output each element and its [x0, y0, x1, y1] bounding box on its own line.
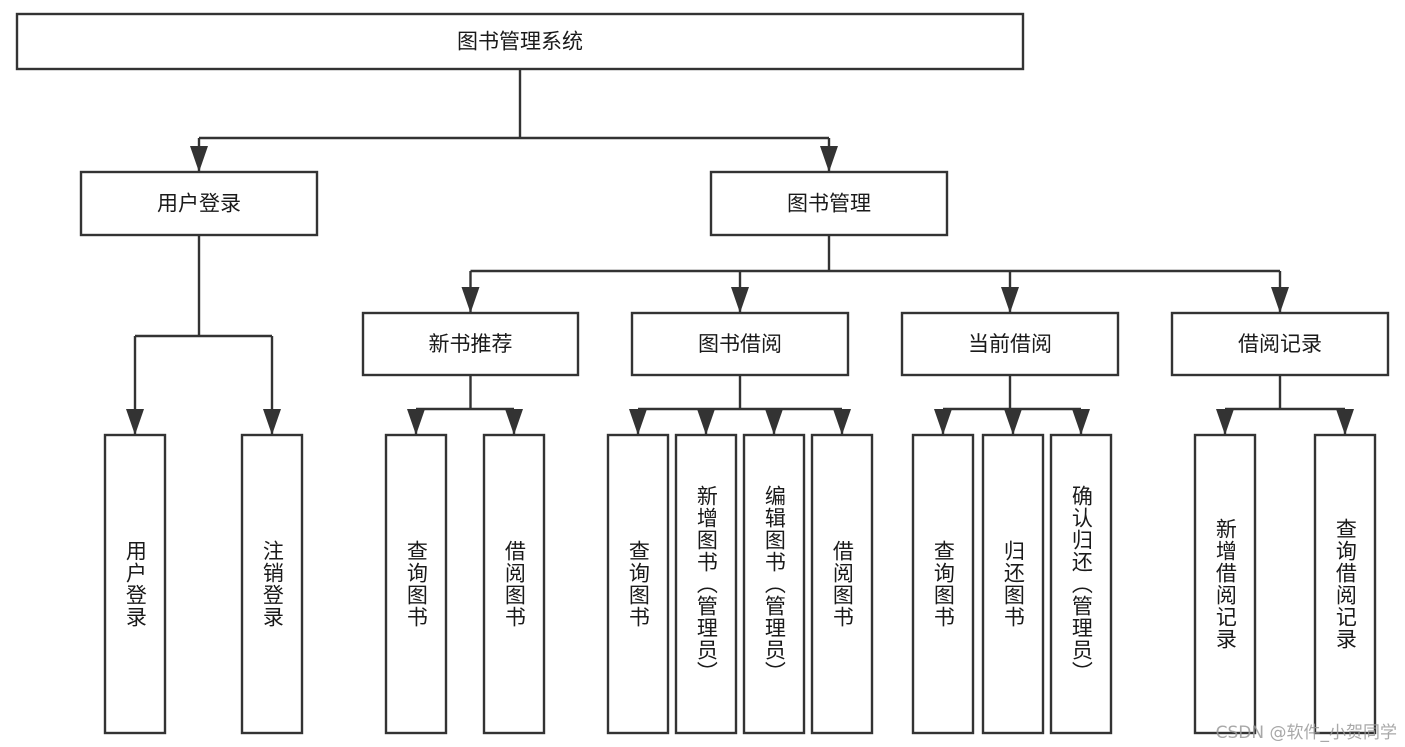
node-box-leaf-query-book-1[interactable] [384, 433, 448, 735]
node-box-book-manage[interactable] [709, 170, 949, 237]
boxes-layer [15, 12, 1390, 735]
node-box-root[interactable] [15, 12, 1025, 71]
connectors-layer [126, 69, 1354, 435]
node-box-current-borrow[interactable] [900, 311, 1120, 377]
arrow-head-icon [697, 409, 715, 435]
node-box-user-login[interactable] [79, 170, 319, 237]
arrow-head-icon [190, 146, 208, 172]
node-label-book-borrow: 图书借阅 [698, 332, 782, 356]
arrow-head-icon [1216, 409, 1234, 435]
arrow-head-icon [731, 287, 749, 313]
node-box-leaf-query-book-3[interactable] [911, 433, 975, 735]
node-label-root: 图书管理系统 [457, 30, 583, 54]
node-box-borrow-record[interactable] [1170, 311, 1390, 377]
node-label-user-login: 用户登录 [157, 192, 241, 216]
watermark-text: CSDN @软件_小贺同学 [1215, 723, 1397, 743]
node-box-leaf-query-record[interactable] [1313, 433, 1377, 735]
node-label-borrow-record: 借阅记录 [1238, 332, 1322, 356]
node-label-book-manage: 图书管理 [787, 192, 871, 216]
arrow-head-icon [1001, 287, 1019, 313]
arrow-head-icon [1271, 287, 1289, 313]
node-label-new-book-recommend: 新书推荐 [429, 332, 513, 356]
arrow-head-icon [629, 409, 647, 435]
node-box-leaf-query-book-2[interactable] [606, 433, 670, 735]
arrow-head-icon [934, 409, 952, 435]
node-box-leaf-add-record[interactable] [1193, 433, 1257, 735]
node-box-leaf-borrow-book-1[interactable] [482, 433, 546, 735]
node-box-leaf-user-logout[interactable] [240, 433, 304, 735]
node-box-leaf-confirm-return[interactable] [1049, 433, 1113, 735]
node-box-leaf-edit-book[interactable] [742, 433, 806, 735]
arrow-head-icon [833, 409, 851, 435]
arrow-head-icon [1004, 409, 1022, 435]
arrow-head-icon [765, 409, 783, 435]
arrow-head-icon [1072, 409, 1090, 435]
arrow-head-icon [126, 409, 144, 435]
node-box-leaf-user-login[interactable] [103, 433, 167, 735]
node-label-current-borrow: 当前借阅 [968, 332, 1052, 356]
node-box-leaf-return-book[interactable] [981, 433, 1045, 735]
arrow-head-icon [263, 409, 281, 435]
node-box-book-borrow[interactable] [630, 311, 850, 377]
arrow-head-icon [1336, 409, 1354, 435]
node-box-leaf-add-book[interactable] [674, 433, 738, 735]
arrow-head-icon [461, 287, 480, 313]
node-box-leaf-borrow-book-2[interactable] [810, 433, 874, 735]
arrow-head-icon [407, 409, 425, 435]
arrow-head-icon [505, 409, 523, 435]
arrow-head-icon [820, 146, 838, 172]
node-box-new-book-recommend[interactable] [361, 311, 580, 377]
